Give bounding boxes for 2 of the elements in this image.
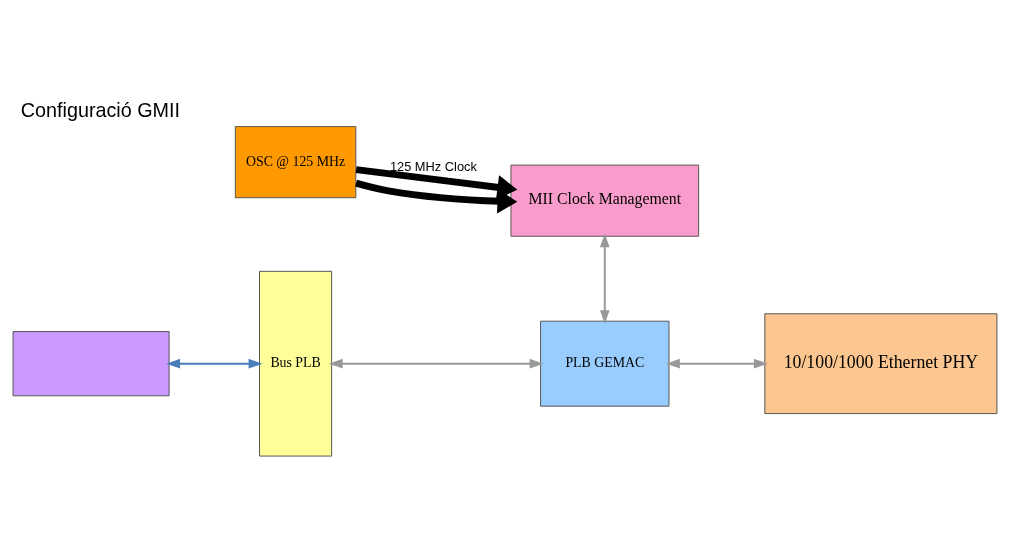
diagram-title: Configuració GMII (20, 98, 181, 121)
edge-label: 125 MHz Clock (389, 158, 477, 174)
